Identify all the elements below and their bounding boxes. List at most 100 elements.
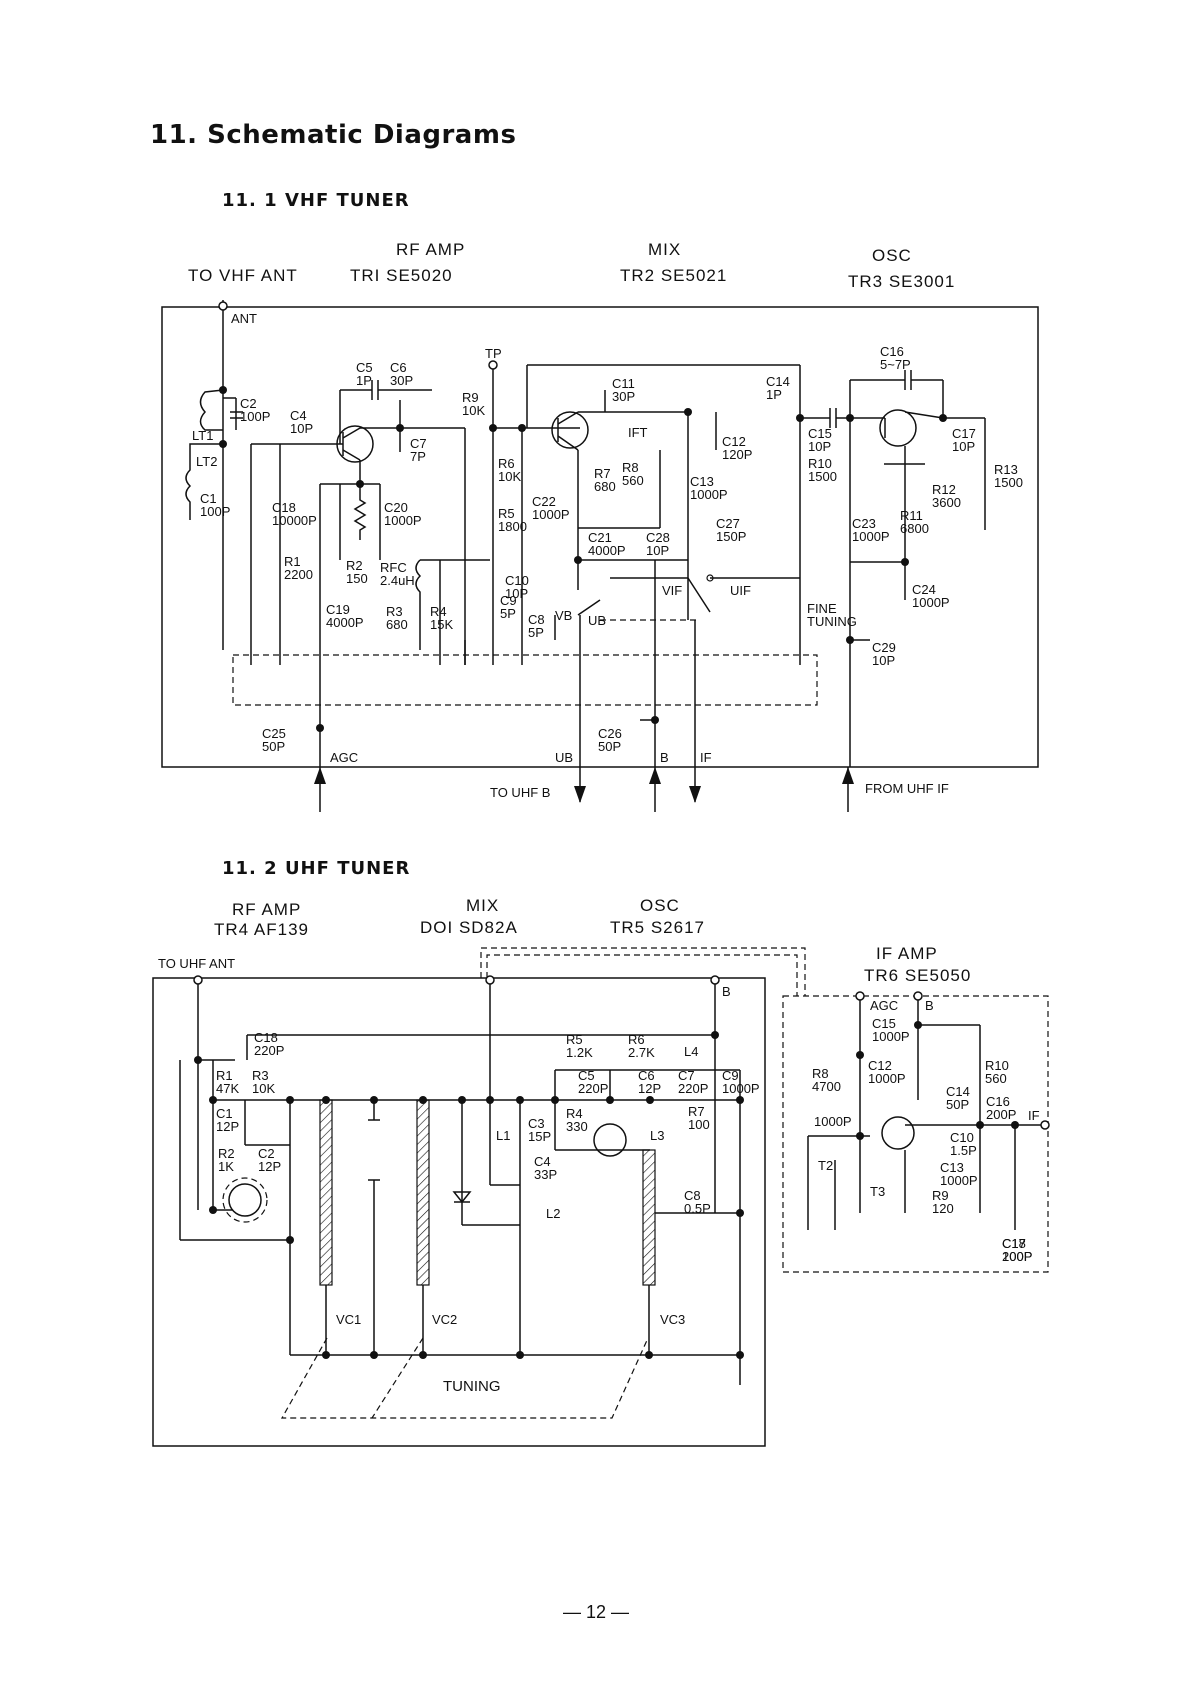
uhf-tuning-label: TUNING <box>443 1378 501 1395</box>
vhf-component-label: LT2 <box>196 454 217 469</box>
uhf-component-label: VC1 <box>336 1312 361 1327</box>
vhf-agc-label: AGC <box>330 750 358 765</box>
vhf-rf-part-label: TRI SE5020 <box>350 266 453 285</box>
vhf-ant-terminal <box>218 301 228 311</box>
page-number: — 12 — <box>562 1602 630 1622</box>
uhf-tr6-transistor <box>881 1116 915 1150</box>
vhf-vif-label: VIF <box>662 583 682 598</box>
uhf-if-amp-box <box>782 995 1049 1273</box>
uhf-rf-part-label: TR4 AF139 <box>214 920 309 939</box>
vhf-tr3-transistor <box>879 409 917 447</box>
uhf-component-label: T2 <box>818 1158 833 1173</box>
uhf-mix-part-label: DOI SD82A <box>420 918 518 937</box>
vhf-osc-part-label: TR3 SE3001 <box>848 272 956 291</box>
vhf-from-uhf-if-label: FROM UHF IF <box>865 781 949 796</box>
uhf-component-label: T3 <box>870 1184 885 1199</box>
uhf-component-label: 1000P <box>814 1114 852 1129</box>
uhf-resonator-1 <box>319 1099 333 1286</box>
uhf-component-label: VC3 <box>660 1312 685 1327</box>
uhf-component-label: L2 <box>546 1206 560 1221</box>
vhf-tuning-rail <box>232 654 818 706</box>
vhf-tp-label: TP <box>485 346 502 361</box>
vhf-heading: 11. 1 VHF TUNER <box>222 190 410 211</box>
uhf-mix-label: MIX <box>466 896 500 915</box>
uhf-resonator-2 <box>416 1099 430 1286</box>
uhf-if-amp-label: IF AMP <box>876 944 938 963</box>
uhf-if-amp-part-label: TR6 SE5050 <box>864 966 972 985</box>
uhf-to-ant-label: TO UHF ANT <box>158 956 235 971</box>
uhf-component-label: L1 <box>496 1128 510 1143</box>
vhf-vb-label: VB <box>555 608 572 623</box>
vhf-mix-part-label: TR2 SE5021 <box>620 266 728 285</box>
uhf-resonator-3 <box>642 1149 656 1286</box>
vhf-ub-switch-label: UB <box>588 613 606 628</box>
uhf-agc-label: AGC <box>870 998 898 1013</box>
uhf-b-terminal <box>710 975 720 985</box>
uhf-osc-label: OSC <box>640 896 680 915</box>
vhf-tp-terminal <box>488 360 498 370</box>
vhf-if-label: IF <box>700 750 712 765</box>
vhf-schematic: ANT <box>161 300 1039 812</box>
uhf-b2-label: B <box>925 998 934 1013</box>
vhf-ub-label: UB <box>555 750 573 765</box>
vhf-uif-label: UIF <box>730 583 751 598</box>
vhf-b-label: B <box>660 750 669 765</box>
uhf-component-label: VC2 <box>432 1312 457 1327</box>
uhf-enclosure <box>152 977 766 1447</box>
